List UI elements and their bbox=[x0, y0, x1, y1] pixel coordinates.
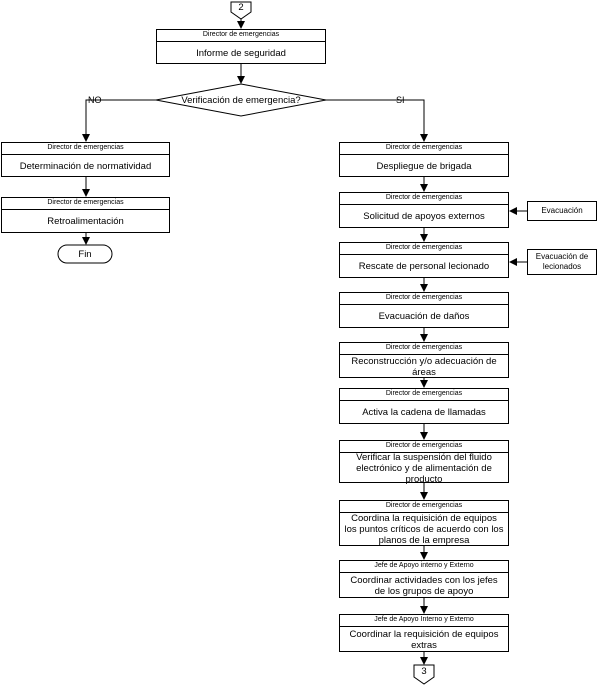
step-solicitud-apoyos: Director de emergencias Solicitud de apo… bbox=[339, 192, 509, 228]
step-role: Director de emergencias bbox=[340, 193, 508, 205]
step-task: Reconstrucción y/o adecuación de áreas bbox=[351, 355, 497, 378]
step-role: Director de emergencias bbox=[157, 30, 325, 42]
off-page-connector-in-shape bbox=[230, 1, 252, 20]
off-page-connector-in: 2 bbox=[238, 2, 244, 13]
step-task: Determinación de normatividad bbox=[19, 160, 152, 172]
end-label: Fin bbox=[78, 248, 92, 260]
input-evacuacion-lecionados: Evacuación de lecionados bbox=[527, 249, 597, 275]
step-task: Activa la cadena de llamadas bbox=[362, 407, 486, 418]
step-coordinar-actividades: Jefe de Apoyo interno y Externo Coordina… bbox=[339, 560, 509, 598]
step-requisicion-extras: Jefe de Apoyo Interno y Externo Coordina… bbox=[339, 614, 509, 652]
step-despliegue-brigada: Director de emergencias Despliegue de br… bbox=[339, 142, 509, 177]
off-page-connector-out: 3 bbox=[421, 666, 427, 677]
step-task: Retroalimentación bbox=[47, 216, 124, 227]
no-label: NO bbox=[88, 95, 102, 105]
step-role: Director de emergencias bbox=[340, 343, 508, 355]
step-task: Despliegue de brigada bbox=[376, 160, 472, 172]
step-coordina-requisicion: Director de emergencias Coordina la requ… bbox=[339, 500, 509, 546]
yes-label: SI bbox=[396, 95, 405, 105]
step-task: Rescate de personal lecionado bbox=[358, 261, 490, 272]
step-role: Director de emergencias bbox=[340, 389, 508, 401]
step-task: Solicitud de apoyos externos bbox=[363, 211, 485, 222]
step-task: Coordinar la requisición de equipos extr… bbox=[349, 628, 499, 651]
step-cadena-llamadas: Director de emergencias Activa la cadena… bbox=[339, 388, 509, 424]
step-role: Jefe de Apoyo interno y Externo bbox=[340, 561, 508, 573]
step-informe-seguridad: Director de emergencias Informe de segur… bbox=[156, 29, 326, 64]
step-task: Coordinar actividades con los jefes de l… bbox=[350, 574, 498, 597]
step-task: Evacuación de daños bbox=[378, 311, 470, 322]
decision-label: Verificación de emergencia? bbox=[181, 94, 301, 106]
step-evacuacion-danos: Director de emergencias Evacuación de da… bbox=[339, 292, 509, 328]
step-role: Director de emergencias bbox=[2, 143, 169, 155]
step-verificar-suspension: Director de emergencias Verificar la sus… bbox=[339, 440, 509, 485]
step-reconstruccion: Director de emergencias Reconstrucción y… bbox=[339, 342, 509, 378]
step-role: Director de emergencias bbox=[340, 441, 508, 453]
end-terminator-shape bbox=[57, 244, 113, 264]
off-page-connector-out-shape bbox=[413, 664, 435, 685]
step-role: Director de emergencias bbox=[340, 243, 508, 255]
step-determinacion-normatividad: Director de emergencias Determinación de… bbox=[1, 142, 170, 177]
input-evacuacion: Evacuación bbox=[527, 201, 597, 221]
step-role: Director de emergencias bbox=[340, 143, 508, 155]
step-role: Director de emergencias bbox=[340, 501, 508, 513]
step-role: Director de emergencias bbox=[2, 198, 169, 210]
step-rescate-personal: Director de emergencias Rescate de perso… bbox=[339, 242, 509, 278]
step-task: Informe de seguridad bbox=[196, 47, 286, 59]
step-task: Coordina la requisición de equipos los p… bbox=[344, 513, 504, 546]
decision-diamond bbox=[155, 83, 327, 117]
step-task: Verificar la suspensión del fluido elect… bbox=[356, 451, 492, 485]
step-role: Jefe de Apoyo Interno y Externo bbox=[340, 615, 508, 627]
step-role: Director de emergencias bbox=[340, 293, 508, 305]
step-retroalimentacion: Director de emergencias Retroalimentació… bbox=[1, 197, 170, 233]
